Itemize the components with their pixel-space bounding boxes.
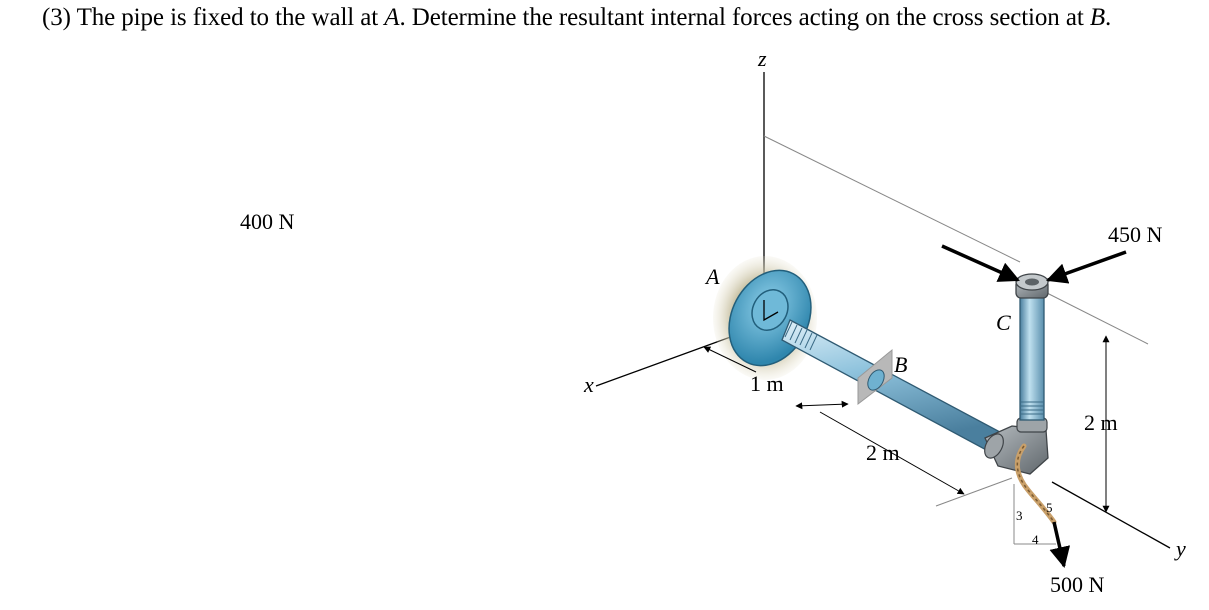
slope-label-3: 3 — [1016, 508, 1023, 523]
force-label-three: 500 N — [1050, 572, 1105, 597]
point-label-c: C — [996, 310, 1011, 335]
pipe-thread-vertical — [1020, 401, 1044, 415]
elbow-ring-horizontal — [984, 433, 1004, 459]
wall-plate-hub — [751, 289, 789, 331]
axis-label-y: y — [1174, 536, 1186, 561]
point-label-a: A — [704, 264, 720, 289]
dim-label-2m-horizontal: 2 m — [866, 440, 900, 465]
force-arrow-500 — [1049, 521, 1071, 569]
slope-label-4: 4 — [1032, 532, 1039, 547]
dim-line-1m — [703, 346, 757, 373]
pipe-thread-a — [784, 321, 818, 351]
force-arrow-450 — [1046, 250, 1127, 284]
y-axis-line — [1051, 481, 1171, 549]
problem-point-b: B — [1089, 4, 1106, 31]
top-cap-hole — [1025, 278, 1039, 286]
force-label-two: 450 N — [1108, 222, 1163, 247]
problem-text-1: The pipe is fixed to the wall at — [76, 4, 379, 31]
wall-edge-line — [763, 135, 1021, 263]
dim-line-2m-horizontal — [819, 411, 965, 495]
dim-ext-line — [935, 477, 1013, 507]
plate-axis-mark — [763, 300, 779, 322]
problem-statement: (3) The pipe is fixed to the wall at A. … — [42, 4, 1111, 32]
dim-label-2m-vertical: 2 m — [1084, 410, 1118, 435]
problem-number: (3) — [42, 4, 71, 31]
problem-text-3: . — [1105, 4, 1112, 31]
dim-line-between — [795, 400, 849, 410]
x-axis-line — [595, 334, 737, 387]
problem-text-2: . Determine the resultant internal force… — [399, 4, 1084, 31]
problem-point-a: A — [384, 4, 400, 31]
force-arrow-400 — [941, 244, 1020, 282]
slope-label-5: 5 — [1046, 500, 1053, 515]
point-label-b: B — [894, 352, 907, 377]
axis-label-z: z — [757, 46, 767, 71]
rope-twist — [1016, 445, 1055, 523]
dim-label-1m: 1 m — [750, 371, 784, 396]
axis-label-x: x — [583, 372, 594, 397]
force-label-one: 400 N — [240, 209, 295, 234]
construction-line — [1044, 291, 1149, 345]
pipe-segment-vertical — [1019, 295, 1045, 421]
slope-triangle — [1013, 484, 1056, 545]
section-face-b — [867, 369, 885, 391]
